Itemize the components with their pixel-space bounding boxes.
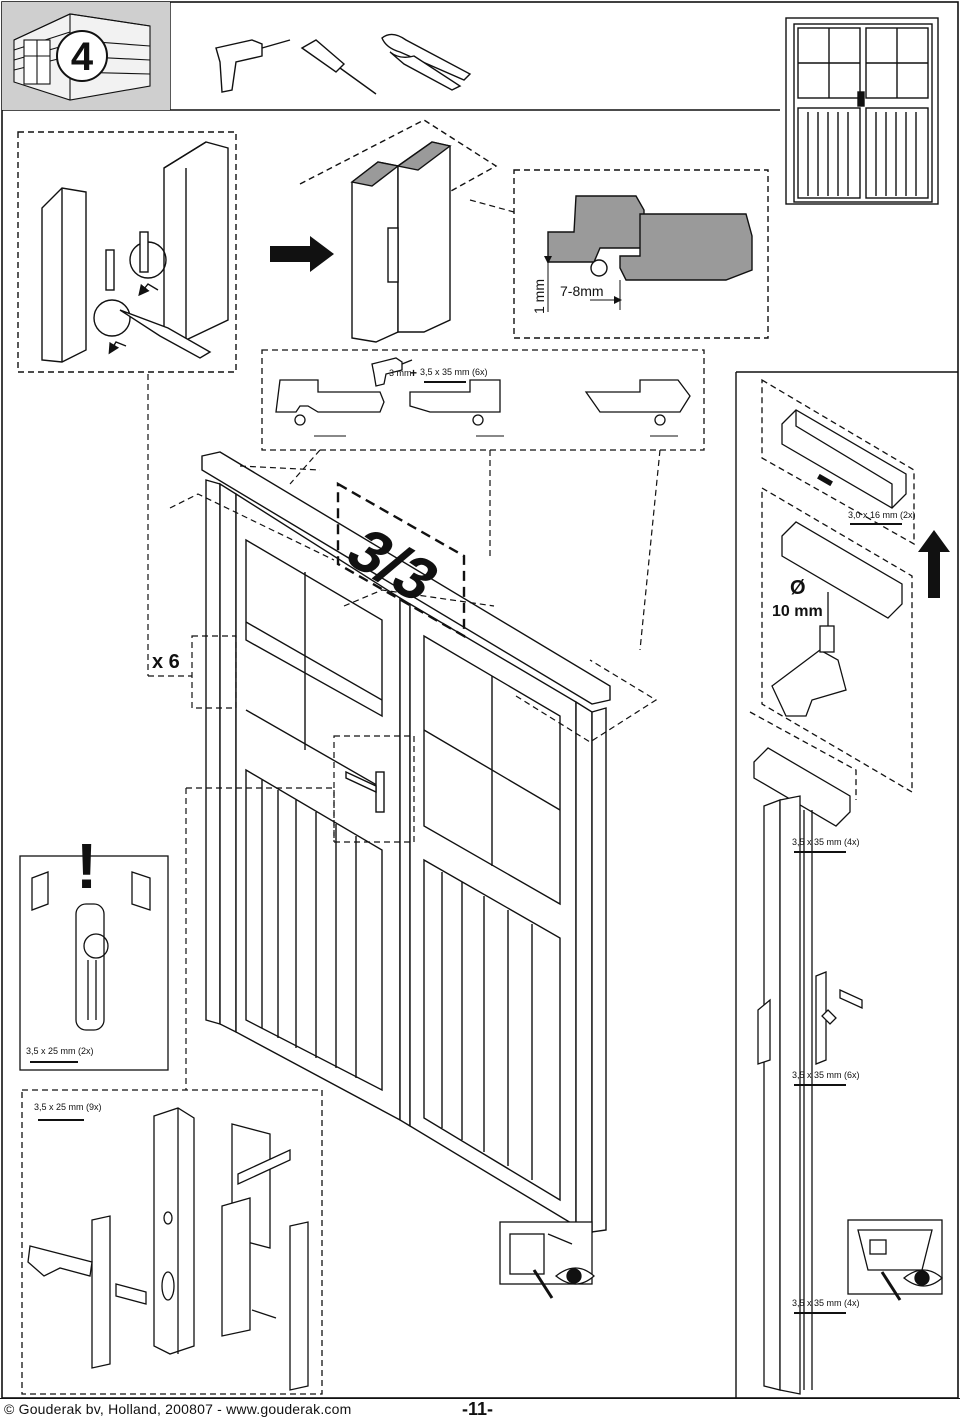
bolt-screw-4x-label: 3,5 x 35 mm (4x) <box>792 837 860 847</box>
screwdriver-icon <box>300 39 377 95</box>
bolt-install-panel: 3,5 x 35 mm (4x) 3,5 x 35 mm (6x) <box>749 711 863 1395</box>
pilot-drill-panel: 3 mm + 3,5 x 35 mm (6x) <box>261 349 705 451</box>
lock-assembly-panel: 3,5 x 25 mm (9x) <box>21 1089 323 1395</box>
drill-icon <box>215 39 291 93</box>
step-badge: 4 <box>2 2 170 110</box>
page-footer: © Gouderak bv, Holland, 200807 - www.gou… <box>0 1398 960 1420</box>
multiplier-label: x 6 <box>152 651 180 673</box>
copyright-text: © Gouderak bv, Holland, 200807 - www.gou… <box>4 1401 352 1417</box>
hinge-screw-label: 3,5 x 35 mm (6x) <box>420 367 488 377</box>
plus-sign: + <box>410 366 417 380</box>
finished-door-thumbnail <box>785 17 939 205</box>
double-door-assembly <box>201 451 611 1234</box>
assembled-hinge-panel <box>299 119 498 343</box>
eye-icon <box>902 1269 943 1287</box>
pliers-icon <box>381 33 472 91</box>
pilot-drill-label: 3 mm <box>389 368 412 378</box>
drill-hole-panel: Ø 10 mm <box>761 486 913 794</box>
drill-diameter-label: 10 mm <box>772 603 823 620</box>
drill-diameter-symbol: Ø <box>790 577 806 599</box>
callout-lines <box>147 374 661 1090</box>
step-arrow <box>270 236 334 272</box>
page-number: -11- <box>462 1399 494 1419</box>
step-number: 4 <box>71 35 94 79</box>
gap-horizontal-label: 7-8mm <box>560 283 604 299</box>
leader-line <box>469 199 515 213</box>
inspection-view-bottom-right: 3,5 x 35 mm (4x) <box>792 1219 943 1314</box>
bolt-strip-panel-1: 3,0 x 16 mm (2x) <box>761 378 916 546</box>
drill-icon <box>771 625 847 717</box>
strip-screw-label: 3,0 x 16 mm (2x) <box>848 510 916 520</box>
handle-warning-panel: ! 3,5 x 25 mm (2x) <box>19 830 169 1071</box>
arrow-up-icon <box>918 530 950 598</box>
lock-screw-label: 3,5 x 25 mm (9x) <box>34 1102 102 1112</box>
gap-vertical-label: 1 mm <box>531 279 547 314</box>
drill-icon <box>371 357 413 387</box>
eye-icon <box>554 1267 595 1285</box>
warning-mark: ! <box>76 830 97 902</box>
bolt-screw-4x-bottom-label: 3,5 x 35 mm (4x) <box>792 1298 860 1308</box>
bolt-screw-6x-label: 3,5 x 35 mm (6x) <box>792 1070 860 1080</box>
handle-screw-label: 3,5 x 25 mm (2x) <box>26 1046 94 1056</box>
gap-detail-panel: 1 mm 7-8mm <box>513 169 769 339</box>
inspection-view-bottom-center <box>499 1221 595 1299</box>
hinge-detail-panel <box>17 131 237 373</box>
